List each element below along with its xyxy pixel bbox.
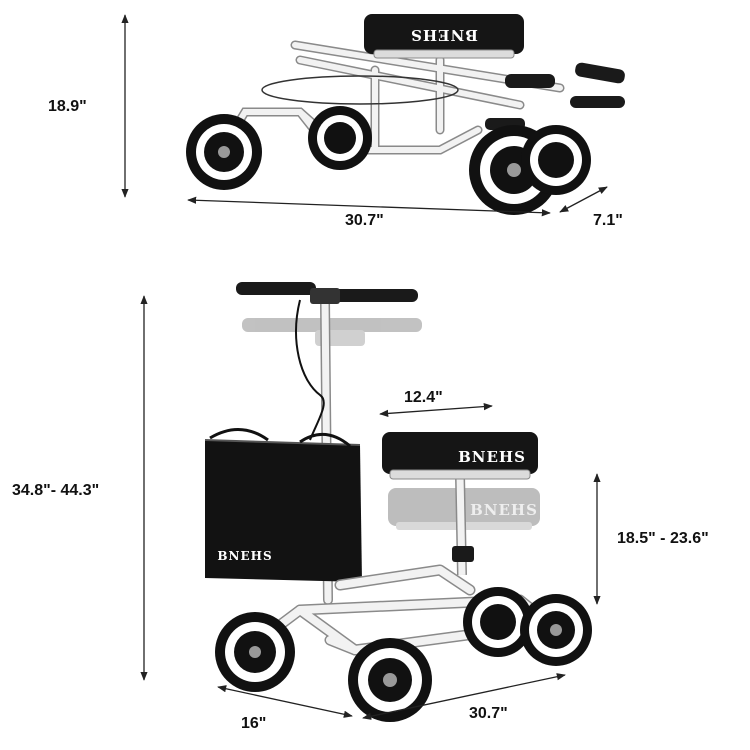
wheel-front-right [520, 594, 592, 666]
basket: BNEHS [204, 428, 362, 582]
folded-length-label: 30.7" [345, 212, 384, 229]
knee-pad: BNEHS [382, 432, 538, 480]
upright-scooter: BNEHS BNEHS [204, 282, 592, 722]
wheel-front-left [463, 587, 533, 657]
folded-height-label: 18.9" [48, 98, 87, 115]
handlebar [236, 282, 418, 304]
folded-knee-pad: BNEHS [364, 14, 524, 59]
folded-width-label: 7.1" [593, 212, 623, 229]
wheel-rear-left [215, 612, 295, 692]
svg-text:BNEHS: BNEHS [458, 448, 526, 466]
svg-text:BNEHS: BNEHS [410, 26, 478, 44]
svg-text:BNEHS: BNEHS [217, 549, 272, 563]
folded-dimension-lines [121, 14, 608, 217]
folded-wheel-rear [186, 114, 262, 190]
folded-wheel-front-2 [521, 125, 591, 195]
folded-scooter: BNEHS [186, 14, 625, 215]
base-width-label: 16" [241, 715, 267, 732]
ghost-handlebar [242, 318, 422, 346]
knee-pad-height-range-label: 18.5" - 23.6" [617, 530, 709, 547]
folded-wheel-rear-2 [308, 106, 372, 170]
wheel-rear-right [348, 638, 432, 722]
upright-dimension-lines [140, 295, 601, 720]
knee-pad-length-label: 12.4" [404, 389, 443, 406]
handlebar-height-range-label: 34.8"- 44.3" [12, 482, 100, 499]
base-length-label: 30.7" [469, 705, 508, 722]
svg-text:BNEHS: BNEHS [470, 501, 538, 519]
